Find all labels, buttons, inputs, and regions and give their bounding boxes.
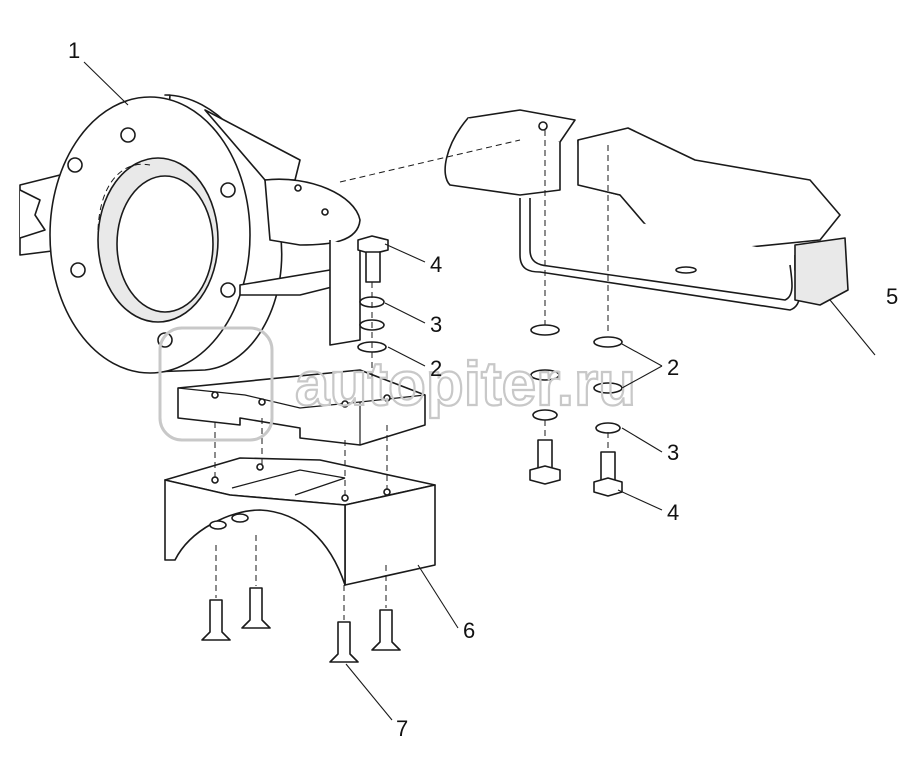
callout-5: 5 xyxy=(886,284,898,309)
callout-4-right: 4 xyxy=(667,500,679,525)
callout-2-right: 2 xyxy=(667,355,679,380)
part-5-bracket xyxy=(444,109,849,311)
part-1-flange-housing xyxy=(19,94,361,374)
watermark-text: autopiter.ru xyxy=(295,350,636,419)
callout-labels: 1 4 3 2 5 2 3 4 6 7 xyxy=(68,38,898,741)
fasteners xyxy=(357,235,623,497)
callout-6: 6 xyxy=(463,618,475,643)
part-6-saddle-block xyxy=(164,457,436,586)
callout-3-left: 3 xyxy=(430,312,442,337)
callout-1: 1 xyxy=(68,38,80,63)
alignment-lines xyxy=(214,130,609,620)
callout-4-left: 4 xyxy=(430,252,442,277)
mount-plate xyxy=(177,369,426,446)
callout-7: 7 xyxy=(396,716,408,741)
callout-3-right: 3 xyxy=(667,440,679,465)
watermark: autopiter.ru xyxy=(158,326,637,442)
leader-lines xyxy=(83,61,876,721)
part-7-screws xyxy=(201,587,401,663)
callout-2-left: 2 xyxy=(430,356,442,381)
